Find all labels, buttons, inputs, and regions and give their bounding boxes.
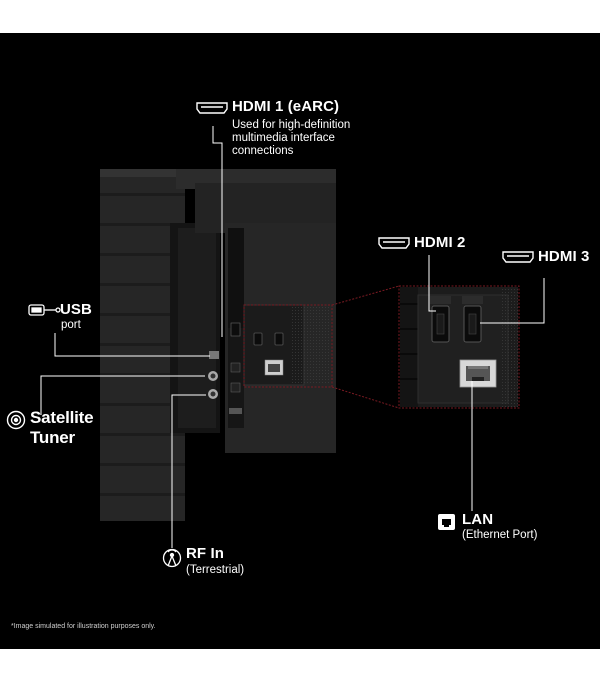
rf-in-sub: (Terrestrial) [186, 564, 245, 576]
leader-lines [40, 126, 545, 548]
hdmi-connector-icon [378, 237, 410, 249]
satellite-icon [6, 410, 26, 430]
usb-title: USB [60, 301, 92, 318]
footnote: *Image simulated for illustration purpos… [11, 623, 156, 630]
lan-title: LAN [462, 511, 494, 528]
usb-sub: port [61, 319, 81, 331]
satellite-title-line2: Tuner [30, 428, 75, 447]
hdmi-connector-icon [502, 251, 534, 263]
product-illustration: HDMI 1 (eARC) Used for high-definition m… [0, 33, 600, 649]
hdmi1-desc-line2: multimedia interface [232, 132, 335, 144]
hdmi1-desc-line3: connections [232, 145, 294, 157]
tv-back-panel [100, 169, 336, 521]
zoom-highlight [243, 285, 520, 409]
usb-icon [28, 304, 61, 316]
tv-back-panel-illustration [6, 102, 545, 568]
zoomed-port-panel [400, 287, 518, 407]
hdmi1-title: HDMI 1 (eARC) [232, 98, 340, 115]
hdmi-connector-icon [196, 102, 228, 114]
satellite-title-line1: Satellite [30, 408, 94, 427]
rf-in-title: RF In [186, 545, 224, 562]
ethernet-icon [438, 514, 455, 530]
hdmi1-desc-line1: Used for high-definition [232, 119, 351, 131]
lan-sub: (Ethernet Port) [462, 529, 538, 541]
hdmi2-title: HDMI 2 [414, 234, 466, 251]
antenna-icon [162, 548, 182, 568]
hdmi3-title: HDMI 3 [538, 248, 590, 265]
